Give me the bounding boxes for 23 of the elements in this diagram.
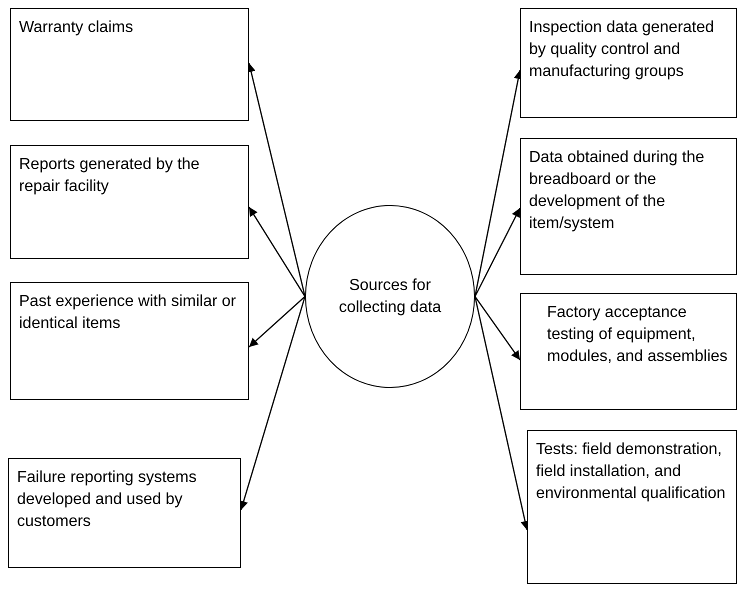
arrow [474, 208, 521, 297]
box-text: Warranty claims [19, 19, 134, 36]
box-text: Failure reporting systems developed and used by customers [17, 469, 197, 530]
arrow [248, 206, 306, 297]
source-box [8, 458, 241, 568]
arrow [474, 296, 521, 360]
source-box [10, 282, 249, 400]
arrow [474, 296, 530, 530]
source-box [10, 145, 249, 259]
source-box [520, 8, 737, 118]
box-text: Inspection data generated by quality control and manufacturing groups [529, 19, 714, 80]
source-box [520, 293, 737, 410]
arrow [239, 296, 306, 510]
source-box [10, 8, 249, 121]
box-text: Sources for collecting data [338, 276, 442, 318]
arrow [248, 296, 306, 348]
box-text: Reports generated by the repair facility [19, 156, 200, 195]
box-text: Factory acceptance testing of equipment, modules, and assemblies [547, 304, 728, 365]
source-box [520, 138, 737, 275]
box-text: Past experience with similar or identical items [19, 293, 236, 332]
source-box [527, 430, 737, 584]
box-text: Data obtained during the breadboard or the development of the item/system [529, 149, 704, 232]
box-text: Tests: field demonstration, field installation, and environmental qualification [536, 441, 726, 502]
